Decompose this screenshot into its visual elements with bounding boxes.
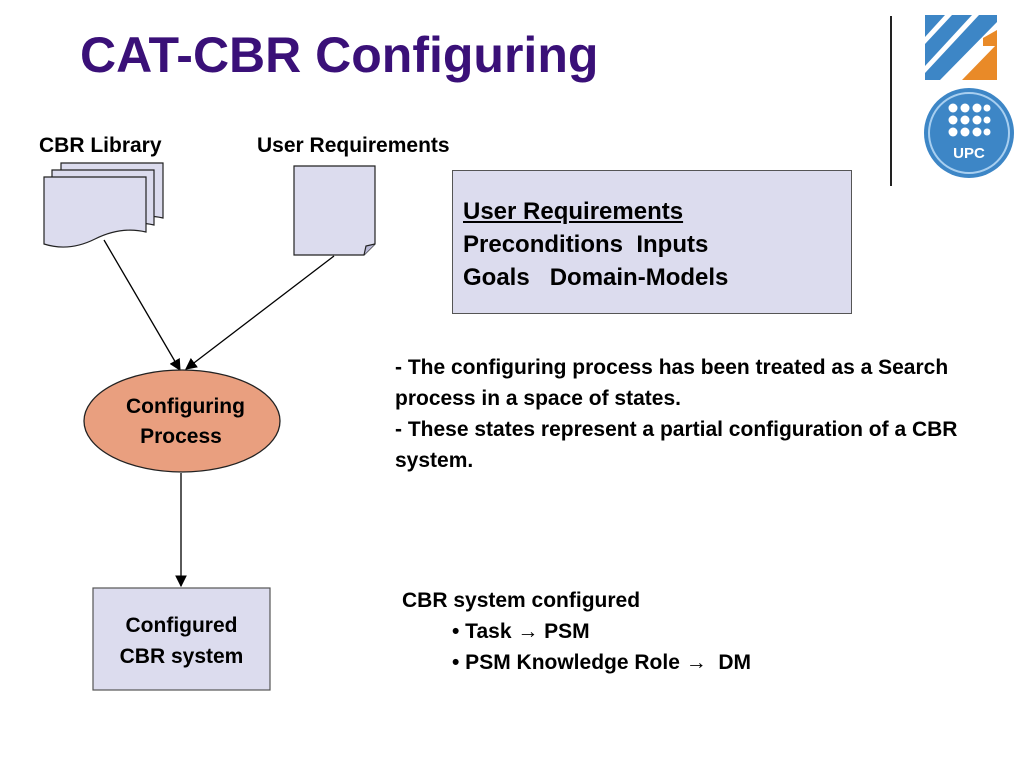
configured-system-box bbox=[92, 587, 271, 691]
configuring-process-label: Configuring Process bbox=[126, 395, 245, 448]
cbr-library-icon bbox=[43, 162, 164, 248]
configured-list-item: • PSM Knowledge Role → DM bbox=[452, 651, 752, 674]
requirements-box: User Requirements Preconditions Inputs G… bbox=[452, 170, 852, 314]
university-logo-top bbox=[925, 15, 997, 80]
configured-list-item: • Task → PSM bbox=[452, 620, 590, 643]
library-to-process-arrow bbox=[103, 239, 181, 372]
configuring-process-ellipse bbox=[83, 369, 281, 473]
requirements-to-process-arrow bbox=[185, 255, 335, 370]
requirements-line-1: Preconditions Inputs bbox=[463, 231, 709, 258]
description-text: - The configuring process has been treat… bbox=[395, 352, 985, 476]
page-title: CAT-CBR Configuring bbox=[80, 27, 599, 83]
requirements-line-2: Goals Domain-Models bbox=[463, 264, 729, 291]
requirements-heading: User Requirements bbox=[463, 198, 684, 225]
description-line-2: - These states represent a partial confi… bbox=[395, 418, 958, 472]
cbr-library-label: CBR Library bbox=[39, 134, 162, 157]
upc-logo: UPC bbox=[924, 88, 1014, 178]
user-requirements-label: User Requirements bbox=[257, 134, 450, 157]
configured-list: CBR system configured • Task → PSM • PSM… bbox=[402, 585, 751, 678]
configured-system-label: Configured CBR system bbox=[119, 614, 244, 668]
description-line-1: - The configuring process has been treat… bbox=[395, 356, 949, 410]
user-requirements-document-icon bbox=[293, 165, 376, 256]
configured-list-heading: CBR system configured bbox=[402, 589, 641, 612]
upc-logo-text: UPC bbox=[953, 145, 985, 162]
